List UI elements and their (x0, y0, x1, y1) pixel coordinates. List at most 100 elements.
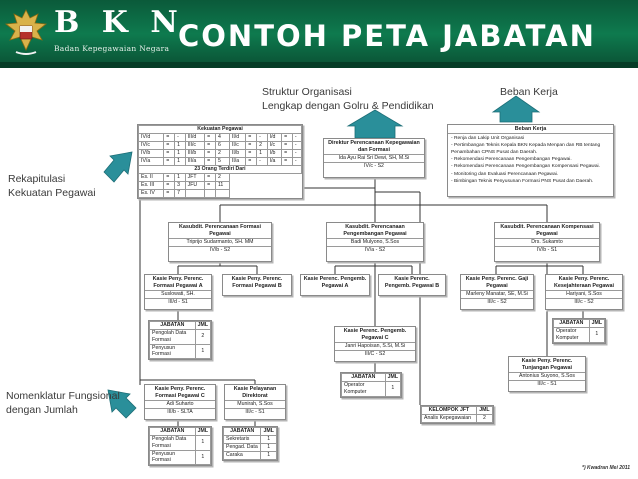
eselon-row-cell: 1 (174, 173, 186, 182)
kekuatan-row-cell: = (163, 141, 176, 150)
box-kasie-pelayanan: Kasie Pelayanan Direktorat Munirah, S.So… (224, 384, 286, 420)
jft-row-cell: 2 (475, 414, 494, 423)
header-banner: B K N Badan Kepegawaian Negara CONTOH PE… (0, 0, 638, 68)
direktur-name: Ida Ayu Rai Sri Dewi, SH, M.Si (324, 154, 424, 162)
kekuatan-row-cell: = (281, 133, 293, 142)
jml-head: JML (384, 373, 402, 382)
box-beban-kerja: Beban Kerja - Renja dan Lakip Unit Organ… (447, 124, 614, 197)
kasubdit-formasi-name: Triprijo Sudarmanto, SH. MM (169, 238, 271, 246)
beban-item: - Renja dan Lakip Unit Organisasi (451, 136, 525, 142)
jabatan-row-cell: 1 (194, 435, 212, 451)
kekuatan-row-cell: = (245, 157, 258, 166)
kekuatan-row-cell: 1 (174, 157, 186, 166)
jabatan-head: JABATAN (341, 373, 386, 382)
kasie-kesej-name: Hariyani, S.Sos (546, 290, 622, 298)
page-title: CONTOH PETA JABATAN (178, 19, 596, 53)
kekuatan-row-cell: - (291, 141, 303, 150)
arrow-rekap-icon (103, 151, 133, 183)
jabatan-row-cell: 1 (194, 343, 212, 359)
kekuatan-row-cell: = (281, 157, 293, 166)
kasie-fa-grade: III/d - S1 (145, 298, 211, 306)
beban-item: - Bimbingan Teknis Penyusunan Formasi PN… (451, 178, 594, 184)
kekuatan-row-cell: III/d (184, 133, 206, 142)
kekuatan-row-cell: - (291, 133, 303, 142)
beban-item: - Rekomendasi Perencanaan Pengembangan K… (451, 164, 600, 170)
kekuatan-row-cell: IV/d (137, 133, 165, 142)
jabatan-row-cell: Caraka (222, 451, 262, 460)
eselon-row: Es. IV=7 (137, 189, 302, 198)
kekuatan-row-cell: = (281, 141, 293, 150)
kekuatan-row-cell: IV/b (137, 149, 165, 158)
jabatan-row-cell: Operator Komputer (553, 327, 590, 343)
kekuatan-row-cell: 6 (214, 141, 230, 150)
kasubdit-kompensasi-name: Drs. Sukamto (495, 238, 599, 246)
kasie-gaji-name: Marleny Manatar, SE, M.Si (461, 290, 533, 298)
kekuatan-row-cell: II/a (228, 157, 247, 166)
kekuatan-row-cell: = (204, 157, 216, 166)
box-kasie-formasi-b: Kasie Peny. Perenc. Formasi Pegawai B (222, 274, 292, 296)
jml-head: JML (260, 427, 277, 436)
kekuatan-row-cell: II/d (228, 133, 247, 142)
label-rekap-line2: Kekuatan Pegawai (8, 187, 96, 200)
label-struktur-line2: Lengkap dengan Golru & Pendidikan (262, 100, 434, 113)
kekuatan-row-cell: III/a (184, 157, 206, 166)
eselon-row-cell: Es. III (137, 181, 165, 190)
kekuatan-row-cell: 5 (214, 157, 230, 166)
kasie-pelayanan-name: Munirah, S.Sos (225, 400, 285, 408)
jft-row-cell: Analis Kepegawaian (421, 414, 477, 423)
kekuatan-row-cell: = (163, 157, 176, 166)
jml-head: JML (194, 321, 212, 330)
eselon-row-cell: = (163, 173, 176, 182)
box-kasie-pengemb-b: Kasie Perenc. Pengemb. Pegawai B (378, 274, 446, 296)
kekuatan-row-cell: = (245, 149, 258, 158)
beban-item: - Pertimbangan Teknis Kepala BKN Kepada … (451, 143, 601, 156)
jabatan-row-cell: 1 (588, 327, 606, 343)
jabatan-head: JABATAN (222, 427, 262, 436)
direktur-grade: IV/c - S2 (324, 162, 424, 170)
direktur-title: Direktur Perencanaan Kepegawaian dan For… (328, 140, 420, 154)
brand-name: B K N (54, 5, 184, 40)
box-direktur: Direktur Perencanaan Kepegawaian dan For… (323, 138, 425, 178)
kekuatan-row-cell: III/b (184, 149, 206, 158)
kasie-fb-title: Kasie Peny. Perenc. Formasi Pegawai B (231, 276, 283, 290)
kekuatan-row-cell: - (291, 157, 303, 166)
kekuatan-row-cell: I/a (266, 157, 283, 166)
kekuatan-row-cell: III/c (184, 141, 206, 150)
beban-title: Beban Kerja (448, 125, 613, 135)
kasie-fc-name: Adi Suharto (145, 400, 215, 408)
jabatan-row-cell: 1 (384, 381, 402, 397)
kasie-pc-name: Janri Hapoisan, S.Si, M.Si (335, 342, 415, 350)
eselon-row-cell: 7 (174, 189, 186, 198)
brand-subtitle: Badan Kepegawaian Negara (54, 44, 170, 53)
kekuatan-row-cell: - (291, 149, 303, 158)
jabatan-row-cell: 2 (194, 329, 212, 345)
kekuatan-row-cell: = (163, 149, 176, 158)
kasie-tunj-name: Antonius Suyono, S.Sos (509, 372, 585, 380)
box-kasubdit-formasi: Kasubdit. Perencanaan Formasi Pegawai Tr… (168, 222, 272, 262)
kekuatan-row-cell: I/b (266, 149, 283, 158)
eselon-row-cell: Es. II (137, 173, 165, 182)
kasie-pc-title: Kasie Perenc. Pengemb. Pegawai C (343, 328, 407, 342)
kasie-kesej-title: Kasie Peny. Perenc. Kesejahteraan Pegawa… (554, 276, 614, 290)
kekuatan-row-cell: 2 (214, 149, 230, 158)
eselon-row-cell: = (204, 181, 216, 190)
kasie-pelayanan-title: Kasie Pelayanan Direktorat (233, 386, 277, 400)
label-nomenklatur-line1: Nomenklatur Fungsional (6, 390, 120, 402)
label-rekap-line1: Rekapitulasi (8, 173, 66, 185)
label-beban: Beban Kerja (500, 86, 558, 98)
kekuatan-subtitle: 23 Orang Terdiri Dari (138, 165, 302, 174)
box-kasie-tunjangan: Kasie Peny. Perenc. Tunjangan Pegawai An… (508, 356, 586, 392)
arrow-struktur-icon (346, 109, 404, 139)
eselon-row-cell: = (163, 181, 176, 190)
eselon-row-cell: 11 (214, 181, 230, 190)
